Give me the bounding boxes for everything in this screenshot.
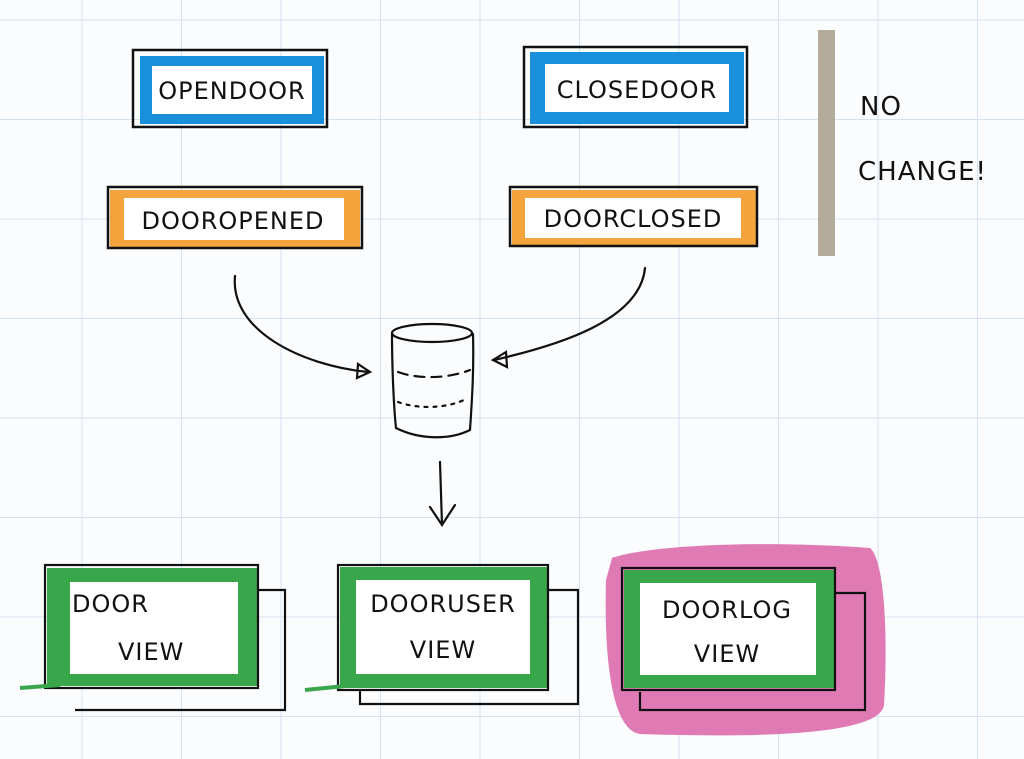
view-label-line1: DOORLOG	[662, 596, 792, 624]
command-label: OPENDOOR	[158, 77, 305, 105]
view-doorlog: DOORLOG VIEW	[620, 566, 867, 712]
event-label: DOORCLOSED	[544, 205, 723, 233]
view-door: DOOR VIEW	[19, 563, 287, 712]
arrow-store-to-views	[438, 460, 444, 527]
database-icon	[390, 322, 475, 439]
view-dooruser: DOORUSER VIEW	[304, 563, 580, 706]
arrow-head-icon	[355, 362, 373, 380]
no-change-bar	[818, 30, 835, 256]
command-closedoor: CLOSEDOOR	[522, 45, 749, 129]
view-label-line2: VIEW	[118, 638, 184, 666]
event-doorclosed: DOORCLOSED	[508, 185, 759, 248]
arrow-opened-to-store	[233, 274, 370, 374]
arrow-head-icon	[490, 350, 509, 369]
view-label-line1: DOOR	[72, 590, 149, 618]
view-label-line2: VIEW	[694, 640, 760, 668]
note-line2: CHANGE!	[858, 157, 987, 187]
event-dooropened: DOOROPENED	[106, 185, 364, 250]
command-opendoor: OPENDOOR	[131, 48, 329, 129]
arrow-closed-to-store	[492, 266, 647, 362]
command-label: CLOSEDOOR	[557, 76, 718, 104]
view-label-line2: VIEW	[410, 636, 476, 664]
note-line1: NO	[860, 92, 902, 122]
view-label-line1: DOORUSER	[370, 590, 516, 618]
event-label: DOOROPENED	[141, 207, 324, 235]
arrow-head-icon	[428, 503, 457, 528]
